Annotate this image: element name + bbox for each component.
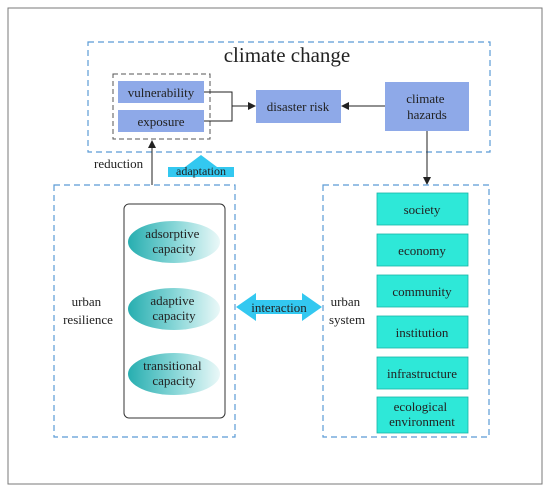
society-label: society [404, 202, 441, 217]
exposure-label: exposure [138, 114, 185, 129]
urban-resilience-label: urban resilience [63, 294, 113, 327]
infrastructure-box [376, 356, 469, 390]
institution-box [376, 315, 469, 349]
climate-hazards-box [385, 82, 469, 131]
adsorptive-capacity-label: adsorptive capacity [145, 226, 202, 256]
urban-resilience-region [53, 184, 236, 438]
disaster-risk-box [256, 90, 341, 123]
climate-change-region [87, 41, 491, 153]
adaptation-arrow [168, 155, 234, 177]
urban-resilience-line-1: urban [72, 294, 102, 309]
climate-hazards-line-2: hazards [407, 107, 447, 122]
adaptive-capacity-label: adaptive capacity [150, 293, 197, 323]
capacities-container [123, 203, 226, 419]
vulnerability-box [118, 81, 204, 103]
disaster-risk-label: disaster risk [267, 99, 330, 114]
infrastructure-label: infrastructure [387, 366, 457, 381]
outer-frame [7, 7, 543, 485]
exposure-box [118, 110, 204, 132]
adaptation-label: adaptation [176, 164, 226, 178]
adaptive-capacity-line-1: adaptive [150, 293, 194, 308]
interaction-label: interaction [251, 300, 307, 315]
vulnerability-connector [204, 91, 233, 106]
community-label: community [392, 284, 452, 299]
economy-box [376, 233, 469, 267]
urban-resilience-line-2: resilience [63, 312, 113, 327]
urban-system-line-2: system [329, 312, 365, 327]
climate-hazards-line-1: climate [406, 91, 444, 106]
urban-system-line-1: urban [331, 294, 361, 309]
vulnerability-label: vulnerability [128, 85, 195, 100]
interaction-arrow [236, 293, 322, 321]
institution-label: institution [396, 325, 449, 340]
reduction-label: reduction [94, 156, 144, 171]
transitional-capacity-label: transitional capacity [143, 358, 205, 388]
adsorptive-capacity-ellipse [128, 221, 220, 263]
urban-system-label: urban system [329, 294, 365, 327]
adaptive-capacity-ellipse [128, 288, 220, 330]
transitional-capacity-ellipse [128, 353, 220, 395]
transitional-capacity-line-2: capacity [152, 373, 196, 388]
society-box [376, 192, 469, 226]
climate-hazards-label: climate hazards [406, 91, 448, 122]
transitional-capacity-line-1: transitional [143, 358, 202, 373]
climate-change-title: climate change [224, 43, 351, 67]
adsorptive-capacity-line-1: adsorptive [145, 226, 199, 241]
vulnerability-exposure-group [112, 73, 211, 140]
ecological-environment-line-1: ecological [394, 399, 448, 414]
economy-label: economy [398, 243, 446, 258]
community-box [376, 274, 469, 308]
adsorptive-capacity-line-2: capacity [152, 241, 196, 256]
ecological-environment-label: ecological environment [389, 399, 455, 429]
ecological-environment-box [376, 396, 469, 434]
ecological-environment-line-2: environment [389, 414, 455, 429]
urban-system-region [322, 184, 490, 438]
adaptive-capacity-line-2: capacity [152, 308, 196, 323]
exposure-connector [204, 106, 233, 122]
